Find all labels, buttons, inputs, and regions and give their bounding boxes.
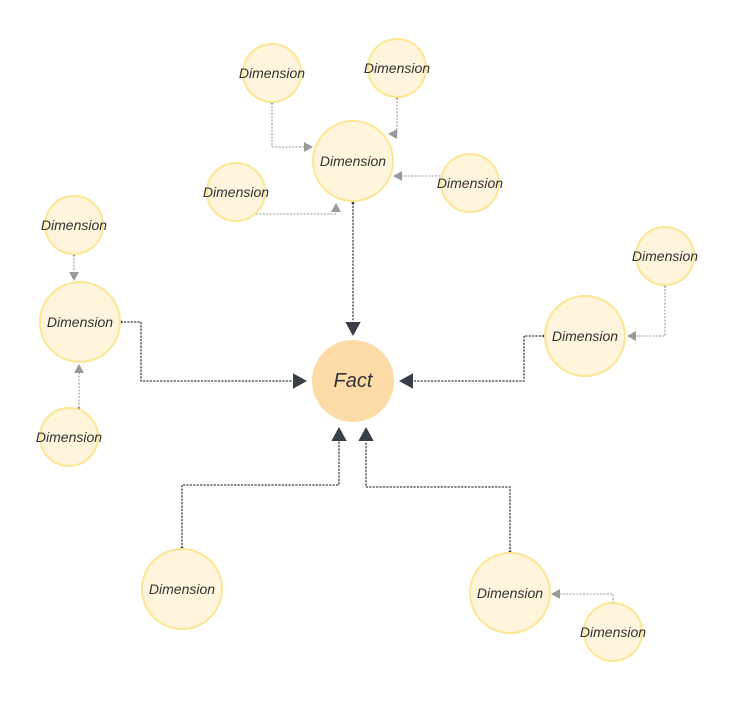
edge-dim-left-top-to-dim-left-hub bbox=[69, 253, 79, 281]
edges-layer bbox=[69, 96, 667, 605]
dimension-label: Dimension bbox=[36, 429, 102, 445]
edge-dim-top-hub-to-fact bbox=[345, 201, 361, 336]
dimension-label: Dimension bbox=[149, 581, 215, 597]
dimension-circle bbox=[141, 548, 223, 630]
edge-dim-top-right-1-to-dim-top-hub bbox=[388, 96, 399, 139]
dimension-circle bbox=[440, 153, 500, 213]
arrow-head-icon bbox=[331, 203, 341, 212]
dimension-label: Dimension bbox=[477, 585, 543, 601]
arrow-head-icon bbox=[627, 331, 636, 341]
dimension-node-dim-right-hub[interactable]: Dimension bbox=[544, 295, 626, 377]
dimension-circle bbox=[39, 407, 99, 467]
dimension-node-dim-right-top[interactable]: Dimension bbox=[632, 226, 698, 286]
arrow-head-icon bbox=[74, 364, 84, 373]
edge-start-dot bbox=[351, 201, 355, 205]
dimension-circle bbox=[635, 226, 695, 286]
arrow-head-icon bbox=[69, 272, 79, 281]
fact-label: Fact bbox=[334, 370, 374, 392]
arrow-head-icon bbox=[331, 427, 347, 441]
dimension-label: Dimension bbox=[239, 65, 305, 81]
fact-circle bbox=[312, 340, 394, 422]
edge-dim-left-hub-to-fact bbox=[119, 320, 307, 389]
arrow-head-icon bbox=[399, 373, 413, 389]
edge-dim-right-hub-to-fact bbox=[399, 334, 546, 389]
dimension-node-dim-top-right-1[interactable]: Dimension bbox=[364, 38, 430, 98]
edge-line bbox=[365, 440, 511, 553]
arrow-head-icon bbox=[388, 129, 397, 139]
dimension-node-dim-top-left-1[interactable]: Dimension bbox=[239, 43, 305, 103]
dimension-circle bbox=[312, 120, 394, 202]
dimension-node-dim-left-hub[interactable]: Dimension bbox=[39, 281, 121, 363]
dimension-circle bbox=[44, 195, 104, 255]
dimension-label: Dimension bbox=[437, 175, 503, 191]
dimension-label: Dimension bbox=[47, 314, 113, 330]
arrow-head-icon bbox=[551, 589, 560, 599]
dimension-label: Dimension bbox=[552, 328, 618, 344]
edge-line bbox=[412, 335, 545, 382]
dimension-label: Dimension bbox=[203, 184, 269, 200]
dimension-label: Dimension bbox=[320, 153, 386, 169]
dimension-circle bbox=[242, 43, 302, 103]
dimension-circle bbox=[206, 162, 266, 222]
edge-dim-right-top-to-dim-right-hub bbox=[627, 284, 667, 341]
edge-line bbox=[635, 285, 666, 337]
edge-dim-left-bottom-to-dim-left-hub bbox=[74, 364, 84, 410]
arrow-head-icon bbox=[393, 171, 402, 181]
edge-dim-bottom-left-to-fact bbox=[180, 427, 347, 550]
edge-line bbox=[120, 321, 294, 382]
edge-line bbox=[559, 593, 614, 604]
dimension-label: Dimension bbox=[364, 60, 430, 76]
arrow-head-icon bbox=[358, 427, 374, 441]
dimension-circle bbox=[39, 281, 121, 363]
arrow-head-icon bbox=[304, 142, 313, 152]
dimension-node-dim-bottom-right-hub[interactable]: Dimension bbox=[469, 552, 551, 634]
dimension-label: Dimension bbox=[41, 217, 107, 233]
dimension-label: Dimension bbox=[632, 248, 698, 264]
dimension-node-dim-left-bottom[interactable]: Dimension bbox=[36, 407, 102, 467]
edge-dim-top-left-2-to-dim-top-hub bbox=[251, 203, 341, 216]
edge-line bbox=[181, 440, 340, 549]
dimension-node-dim-top-right-2[interactable]: Dimension bbox=[437, 153, 503, 213]
dimension-node-dim-top-left-2[interactable]: Dimension bbox=[203, 162, 269, 222]
dimension-node-dim-top-hub[interactable]: Dimension bbox=[312, 120, 394, 202]
arrow-head-icon bbox=[293, 373, 307, 389]
dimension-node-dim-bottom-right-sub[interactable]: Dimension bbox=[580, 602, 646, 662]
dimension-circle bbox=[544, 295, 626, 377]
dimension-node-dim-bottom-left[interactable]: Dimension bbox=[141, 548, 223, 630]
edge-dim-top-left-1-to-dim-top-hub bbox=[270, 101, 313, 152]
dimension-circle bbox=[469, 552, 551, 634]
fact-node-fact[interactable]: Fact bbox=[312, 340, 394, 422]
dimension-circle bbox=[367, 38, 427, 98]
edge-line bbox=[271, 102, 305, 148]
edge-dim-bottom-right-sub-to-dim-bottom-right-hub bbox=[551, 589, 615, 605]
dimension-circle bbox=[583, 602, 643, 662]
edge-dim-bottom-right-hub-to-fact bbox=[358, 427, 512, 554]
edge-line bbox=[252, 211, 337, 215]
dimension-label: Dimension bbox=[580, 624, 646, 640]
dimension-node-dim-left-top[interactable]: Dimension bbox=[41, 195, 107, 255]
arrow-head-icon bbox=[345, 322, 361, 336]
